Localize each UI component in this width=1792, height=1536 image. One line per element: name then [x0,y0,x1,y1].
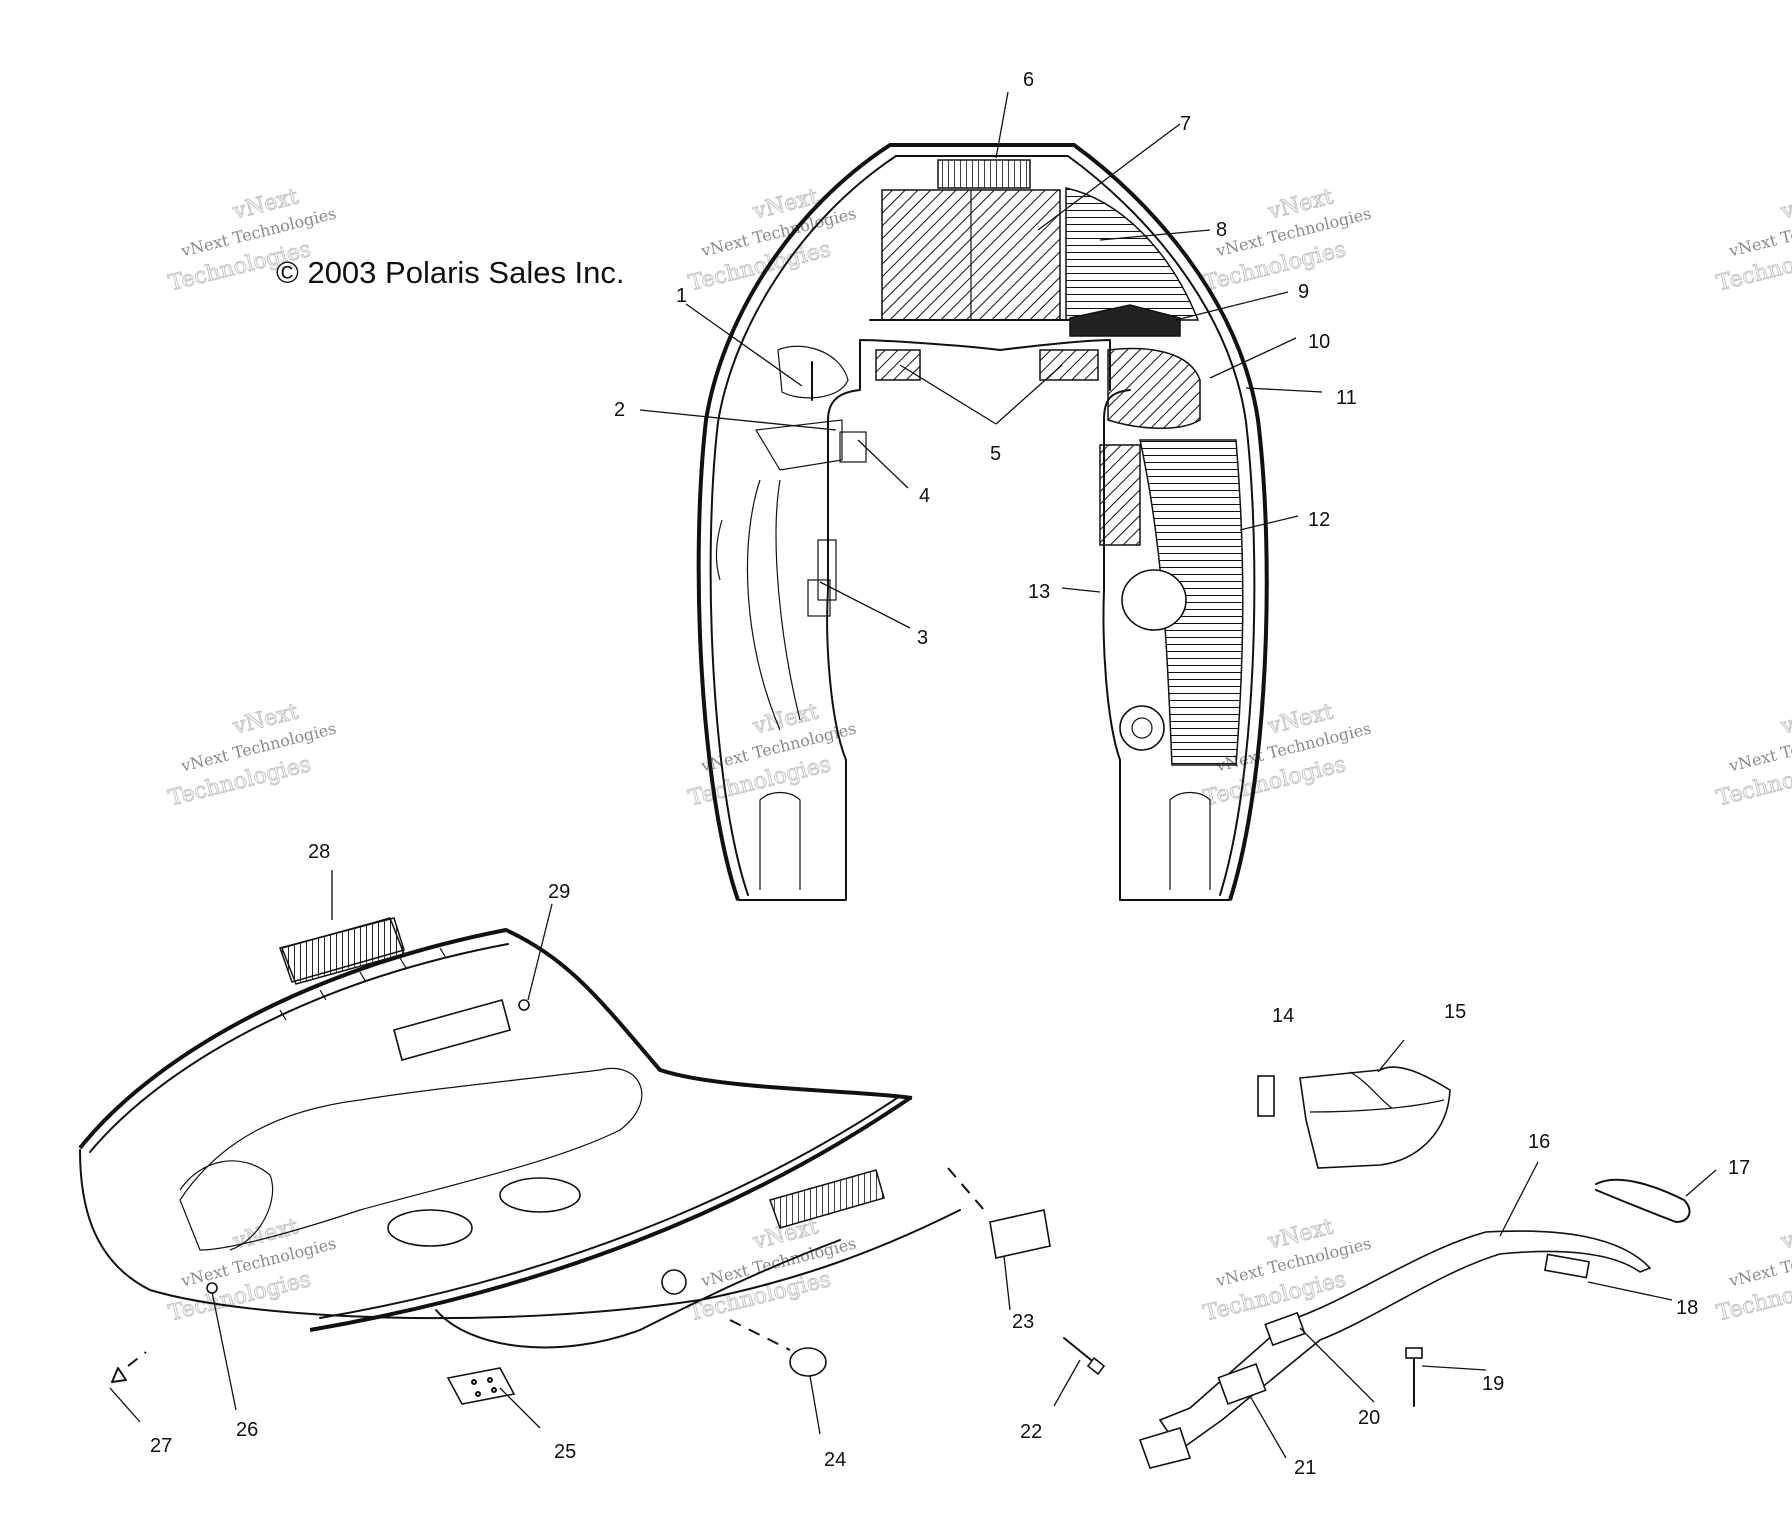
panel-decal [1099,444,1141,546]
callout-14: 14 [1272,1005,1294,1027]
drain-hole [661,1269,687,1295]
callout-2: 2 [614,399,625,421]
handle-cover [1299,1066,1451,1169]
callout-28: 28 [308,841,330,863]
hull-top-view [696,143,1269,901]
rivet [518,999,530,1011]
rail-decal-end [1544,1253,1590,1279]
svg-text:vNext: vNext [1778,1214,1792,1254]
callout-20: 20 [1358,1407,1380,1429]
callout-16: 16 [1528,1131,1550,1153]
callout-7: 7 [1180,113,1191,135]
callout-3: 3 [917,627,928,649]
vent-grille [279,917,405,983]
callout-22: 22 [1020,1421,1042,1443]
bumper-pad-right [1039,349,1099,381]
callout-27: 27 [150,1435,172,1457]
hull-angled-view [78,917,1051,1405]
callout-1: 1 [676,285,687,307]
watermark: vNext vNext Technologies Technologies [1714,184,1792,297]
vent-grille [937,159,1031,189]
svg-text:vNext: vNext [1778,184,1792,224]
watermark: vNext vNext Technologies Technologies [1714,699,1792,812]
callout-10: 10 [1308,331,1330,353]
label-box [839,431,867,463]
watermark: vNext vNext Technologies Technologies [166,699,338,812]
callout-26: 26 [236,1419,258,1441]
mount-plate [446,1367,516,1405]
callout-23: 23 [1012,1311,1034,1333]
side-stripe-decal [1139,439,1244,766]
leader-lines [109,91,1717,1459]
rail-decal-upper [1264,1311,1306,1347]
callout-17: 17 [1728,1157,1750,1179]
plug [789,1347,827,1377]
bumper-pad [989,1209,1051,1259]
callout-4: 4 [919,485,930,507]
callout-9: 9 [1298,281,1309,303]
drain-plug [1119,705,1165,751]
callout-8: 8 [1216,219,1227,241]
decal-panel [393,999,511,1061]
side-panel-decal [1107,347,1201,429]
watermark-layer: vNext vNext Technologies Technologies vN… [166,184,1792,1327]
callout-12: 12 [1308,509,1330,531]
callout-29: 29 [548,881,570,903]
decal-strip [1257,1075,1275,1117]
callout-5: 5 [990,443,1001,465]
loose-parts [1063,1066,1691,1469]
side-decal-upper [1065,187,1200,321]
screw [1063,1337,1097,1365]
callout-19: 19 [1482,1373,1504,1395]
watermark: vNext vNext Technologies Technologies [686,184,858,297]
bumper-pad-left [875,349,921,381]
rivet [206,1282,218,1294]
rail-decal-lower [1217,1362,1267,1406]
callout-25: 25 [554,1441,576,1463]
watermark: vNext vNext Technologies Technologies [686,1214,858,1327]
vent-grille-right [769,1169,885,1229]
callout-6: 6 [1023,69,1034,91]
callout-15: 15 [1444,1001,1466,1023]
callout-11: 11 [1336,387,1357,409]
callout-18: 18 [1676,1297,1698,1319]
storage-cover [1121,569,1187,631]
callout-21: 21 [1294,1457,1316,1479]
copyright-text: © 2003 Polaris Sales Inc. [276,255,625,290]
callout-24: 24 [824,1449,846,1471]
storage-lid-left [387,1209,473,1247]
callout-13: 13 [1028,581,1050,603]
rail-end-bracket [1138,1427,1192,1469]
callout-labels: 1 2 3 4 5 6 7 8 9 10 11 12 13 14 15 16 1… [150,69,1750,1479]
watermark: vNext vNext Technologies Technologies [1714,1214,1792,1327]
trim-strip [1069,304,1181,337]
watermark: vNext vNext Technologies Technologies [686,699,858,812]
storage-lid-right [499,1177,581,1213]
svg-text:vNext: vNext [1778,699,1792,739]
